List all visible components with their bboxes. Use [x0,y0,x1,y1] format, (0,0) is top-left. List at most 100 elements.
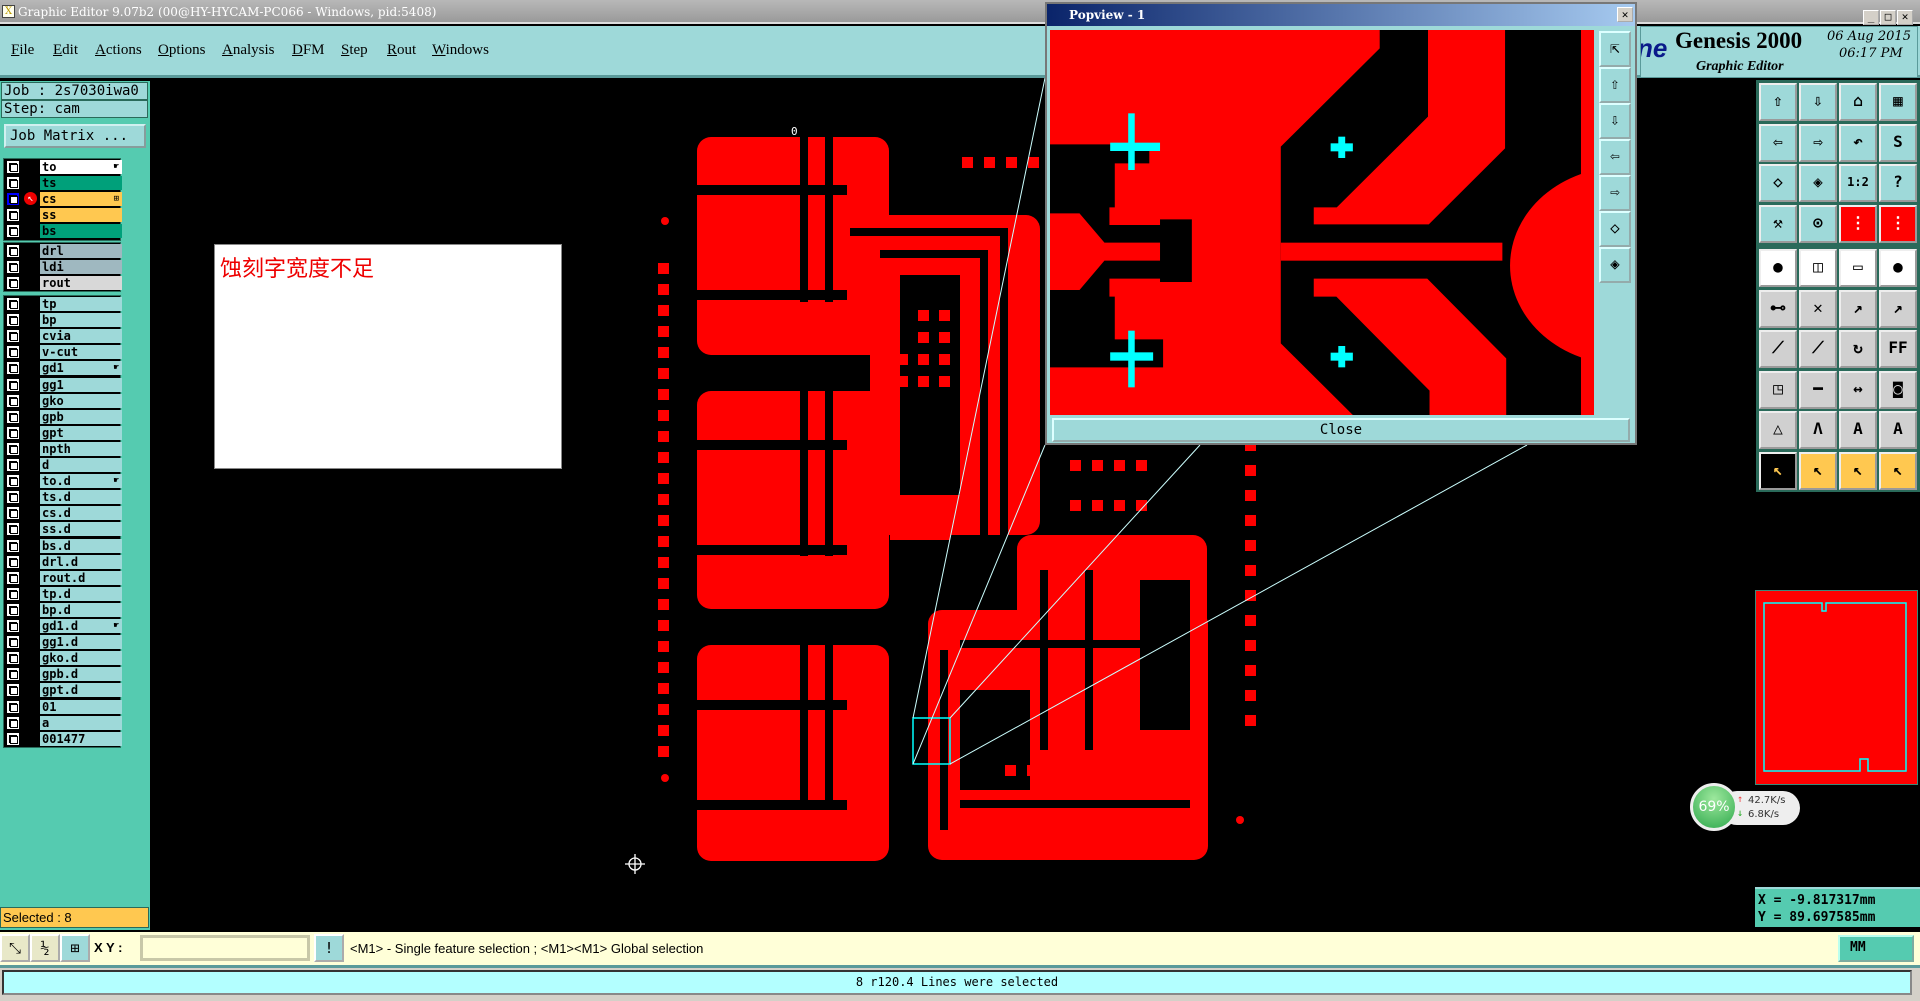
layer-name[interactable]: ss [42,208,57,223]
layer-name-background[interactable] [40,160,122,174]
pan-up-icon[interactable]: ⇧ [1759,83,1797,121]
layer-row-gpt.d[interactable]: gpt.d [4,682,122,698]
layer-name-background[interactable] [40,297,122,311]
layer-name[interactable]: npth [42,441,71,456]
angle-icon[interactable]: △ [1759,411,1797,449]
layer-name-background[interactable] [40,554,122,569]
popview-close-button[interactable]: Close [1052,418,1630,442]
layer-checkbox[interactable] [7,298,19,310]
zoom-fit-icon[interactable]: ⤡ [0,934,30,962]
layer-name-background[interactable] [40,192,122,207]
netlist-icon[interactable]: ⋮ [1839,204,1877,243]
layer-checkbox[interactable] [7,571,19,584]
layer-checkbox[interactable] [7,314,19,327]
pan-right-icon[interactable]: ⇨ [1599,175,1631,211]
layer-name-background[interactable] [40,176,122,191]
layer-row-drl[interactable]: drl [4,243,122,259]
layer-row-gpt[interactable]: gpt [4,425,122,441]
spacing-icon[interactable]: ↔ [1839,370,1877,409]
layer-name-background[interactable] [40,699,122,714]
layer-checkbox[interactable] [7,193,19,206]
layer-name-background[interactable] [40,425,122,440]
pan-up-icon[interactable]: ⇧ [1599,67,1631,103]
layer-row-ss[interactable]: ss [4,207,122,223]
layer-name-background[interactable] [40,208,122,223]
layer-checkbox[interactable] [7,225,19,238]
layer-name[interactable]: gg1.d [42,635,79,650]
layer-name[interactable]: ts [42,176,57,191]
layer-name[interactable]: rout [42,276,71,291]
layer-name[interactable]: cvia [42,329,71,344]
move-pad-icon[interactable]: ↗ [1879,289,1917,328]
layer-row-gg1[interactable]: gg1 [4,377,122,393]
layer-checkbox[interactable] [7,732,19,745]
layer-checkbox[interactable] [7,636,19,649]
measure-icon[interactable]: ▭ [1839,249,1877,287]
select-poly-icon[interactable]: ↖ [1839,451,1877,490]
layer-name-background[interactable] [40,522,122,537]
layer-name[interactable]: bs.d [42,538,71,553]
layer-name[interactable]: bs [42,224,57,239]
layer-checkbox[interactable] [7,539,19,552]
xy-window-icon[interactable]: ▦ [1879,83,1917,121]
menu-windows[interactable]: Windows [432,42,489,58]
layer-name[interactable]: gg1 [42,377,64,392]
delete-icon[interactable]: ✕ [1799,289,1837,328]
layer-name[interactable]: cs [42,192,57,207]
layer-name[interactable]: rout.d [42,570,86,585]
tools-icon[interactable]: ⚒ [1759,204,1797,243]
layer-name[interactable]: gd1.d [42,619,79,633]
layer-row-npth[interactable]: npth [4,441,122,457]
layer-checkbox[interactable] [7,491,19,504]
snake-icon[interactable]: S [1879,123,1917,162]
mirror-icon[interactable]: FF [1879,330,1917,368]
select-net-icon[interactable]: ↖ [1879,451,1917,490]
layer-checkbox[interactable] [7,475,19,488]
popview-canvas[interactable] [1050,30,1594,415]
job-matrix-button[interactable]: Job Matrix ... [4,124,146,148]
snap-icon[interactable]: ⊙ [1799,204,1837,243]
layer-name[interactable]: gpb [42,409,64,424]
layer-name[interactable]: bp [42,313,57,328]
line-move-icon[interactable]: ⟋ [1799,330,1837,368]
layer-name[interactable]: gpt.d [42,683,79,698]
arc-icon[interactable]: Λ [1799,411,1837,449]
layer-checkbox[interactable] [7,668,19,681]
layer-checkbox[interactable] [7,603,19,616]
menu-file[interactable]: File [11,42,35,58]
layer-name-background[interactable] [40,683,122,698]
units-select[interactable]: MM [1838,935,1914,962]
alert-icon[interactable]: ! [314,934,344,962]
layer-name-background[interactable] [40,377,122,392]
layer-checkbox[interactable] [7,410,19,423]
layer-row-bp[interactable]: bp [4,312,122,328]
layer-row-ts[interactable]: ts [4,175,122,191]
layer-checkbox[interactable] [7,177,19,190]
resize-icon[interactable]: ◳ [1759,370,1797,409]
arc2-icon[interactable]: A [1839,411,1877,449]
layer-checkbox[interactable] [7,362,19,375]
layer-checkbox[interactable] [7,620,19,632]
layer-row-001477[interactable]: 001477 [4,731,122,747]
layer-row-rout.d[interactable]: rout.d [4,570,122,586]
zoom-in-icon[interactable]: ◈ [1799,164,1837,202]
layer-row-bp.d[interactable]: bp.d [4,602,122,618]
menu-step[interactable]: Step [341,42,368,58]
help-icon[interactable]: ? [1879,164,1917,202]
layer-row-01[interactable]: 01 [4,699,122,715]
arc3-icon[interactable]: A [1879,411,1917,449]
layer-name-background[interactable] [40,329,122,344]
maximize-icon[interactable]: □ [1880,10,1896,25]
layer-name-background[interactable] [40,313,122,328]
layer-row-gpb[interactable]: gpb [4,409,122,425]
layer-name[interactable]: drl.d [42,554,79,569]
layer-row-tp[interactable]: tp [4,296,122,312]
layer-row-ts.d[interactable]: ts.d [4,489,122,505]
layer-checkbox[interactable] [7,459,19,471]
layer-row-gko.d[interactable]: gko.d [4,650,122,666]
zoom-out-icon[interactable]: ◇ [1599,211,1631,247]
zoom-out-icon[interactable]: ◇ [1759,164,1797,202]
layer-name-background[interactable] [40,731,122,746]
layer-name[interactable]: cs.d [42,506,71,521]
layer-name[interactable]: ldi [42,260,64,275]
